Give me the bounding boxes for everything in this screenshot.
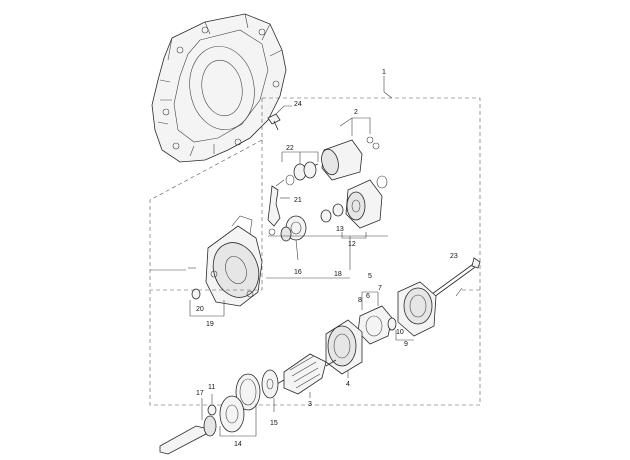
brush-holder-part <box>357 291 393 345</box>
clutch-part <box>320 175 388 239</box>
callout-7: 7 <box>378 285 382 292</box>
assembly-frame <box>149 97 481 406</box>
leader-1 <box>383 76 393 99</box>
callout-22: 22 <box>286 145 294 152</box>
callout-15: 15 <box>270 420 278 427</box>
callout-20: 20 <box>196 306 204 313</box>
through-bolt-part <box>431 257 481 298</box>
callout-11: 11 <box>208 384 215 391</box>
callout-17: 17 <box>196 390 204 397</box>
callout-14: 14 <box>234 441 242 448</box>
solenoid-part <box>307 117 380 181</box>
callout-10: 10 <box>396 329 404 336</box>
field-frame-part <box>325 319 363 378</box>
bolt-part <box>267 105 292 131</box>
callout-6: 6 <box>366 293 370 300</box>
callout-8: 8 <box>358 297 362 304</box>
callout-19: 19 <box>206 321 214 328</box>
washers-part <box>281 151 319 186</box>
gear-set-part <box>219 373 261 437</box>
callout-18: 18 <box>334 271 342 278</box>
callout-24: 24 <box>294 101 302 108</box>
callout-labels: 1 2 3 4 5 6 7 8 9 10 11 12 13 14 15 16 1… <box>196 69 458 448</box>
pinion-part <box>280 215 307 261</box>
rear-cover-part <box>387 281 437 341</box>
flywheel-housing <box>151 13 287 163</box>
washer-part <box>261 369 279 412</box>
callout-12: 12 <box>348 241 356 248</box>
callout-1: 1 <box>382 69 386 76</box>
callout-9: 9 <box>404 341 408 348</box>
armature-part <box>269 353 337 398</box>
callout-3: 3 <box>308 401 312 408</box>
callout-2: 2 <box>354 109 358 116</box>
callout-21: 21 <box>294 197 302 204</box>
callout-23: 23 <box>450 253 458 260</box>
lever-part <box>267 179 290 236</box>
drive-housing-part <box>188 215 263 317</box>
callout-13: 13 <box>336 226 344 233</box>
callout-16: 16 <box>294 269 302 276</box>
callout-5: 5 <box>368 273 372 280</box>
callout-4: 4 <box>346 381 350 388</box>
group-bracket-18 <box>266 235 388 279</box>
drive-shaft-part <box>159 394 217 455</box>
